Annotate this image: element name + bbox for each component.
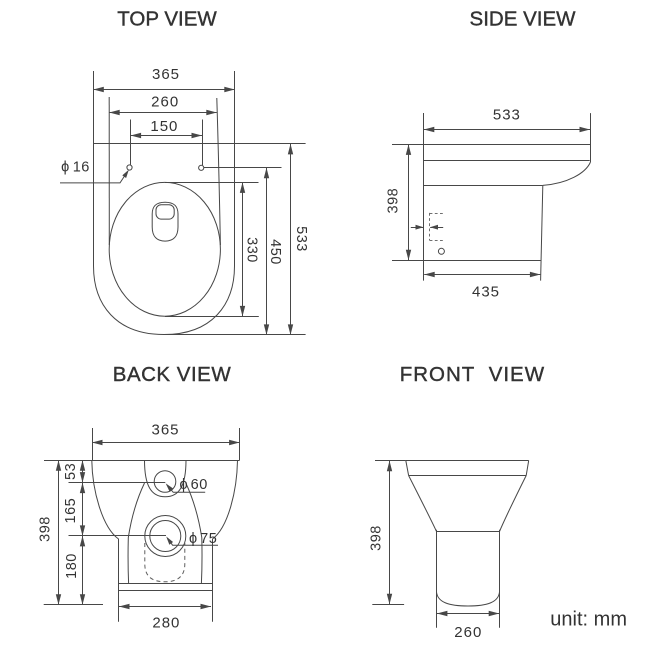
svg-text:BACK VIEW: BACK VIEW	[113, 363, 232, 386]
svg-text:260: 260	[454, 624, 482, 641]
svg-text:450: 450	[267, 239, 283, 265]
svg-text:FRONT VIEW: FRONT VIEW	[400, 363, 545, 386]
svg-text:unit: mm: unit: mm	[550, 609, 627, 631]
svg-text:SIDE VIEW: SIDE VIEW	[470, 8, 577, 31]
svg-text:ϕ75: ϕ75	[189, 531, 217, 547]
svg-text:398: 398	[386, 188, 402, 214]
svg-text:150: 150	[150, 118, 178, 135]
svg-text:330: 330	[244, 237, 260, 263]
svg-text:TOP VIEW: TOP VIEW	[117, 8, 217, 31]
svg-text:280: 280	[152, 614, 180, 631]
svg-text:165: 165	[63, 498, 79, 524]
svg-text:365: 365	[151, 421, 179, 438]
svg-text:435: 435	[472, 284, 500, 301]
svg-text:53: 53	[63, 463, 79, 480]
svg-text:180: 180	[64, 553, 80, 579]
svg-text:ϕ60: ϕ60	[180, 477, 208, 493]
svg-text:398: 398	[38, 516, 54, 542]
svg-text:533: 533	[493, 107, 521, 124]
svg-text:533: 533	[293, 226, 309, 252]
svg-text:365: 365	[152, 66, 180, 83]
svg-text:ϕ16: ϕ16	[61, 160, 90, 176]
svg-text:398: 398	[368, 525, 384, 551]
svg-text:260: 260	[151, 94, 179, 111]
